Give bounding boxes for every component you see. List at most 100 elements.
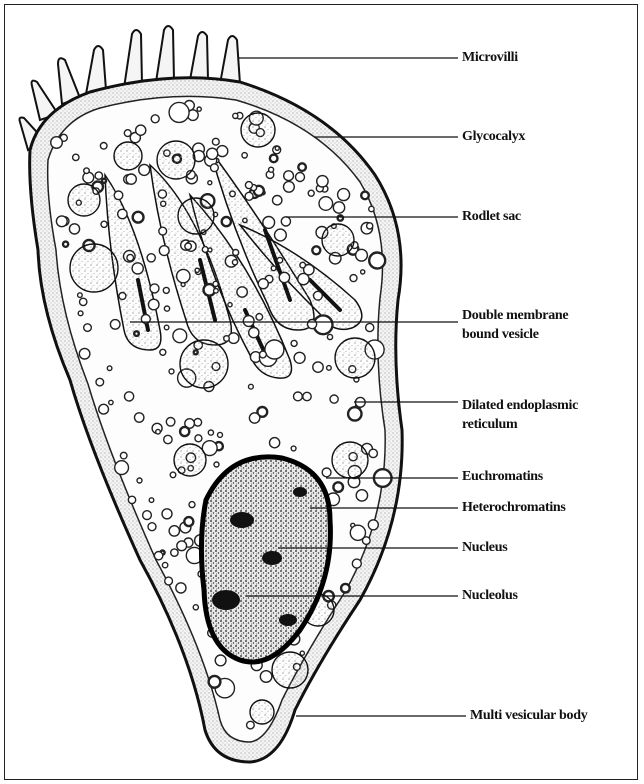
vesicle <box>233 113 238 118</box>
vesicle <box>314 291 323 300</box>
vesicle <box>294 352 305 363</box>
vesicle <box>80 298 87 305</box>
vesicle <box>78 293 83 298</box>
vesicle <box>249 384 254 389</box>
vesicle <box>118 209 127 218</box>
vesicle <box>177 269 190 282</box>
vesicle <box>242 153 247 158</box>
vesicle <box>308 320 317 329</box>
vesicle <box>247 721 255 729</box>
label-nucleolus: Nucleolus <box>462 586 518 605</box>
vesicle <box>291 340 297 346</box>
vesicle <box>284 171 294 181</box>
vesicle <box>120 452 127 459</box>
vesicle <box>369 206 374 211</box>
vesicle <box>361 270 365 274</box>
vesicle <box>298 163 306 171</box>
vesicle <box>366 323 374 331</box>
vesicle <box>115 461 129 475</box>
vesicle <box>350 275 357 282</box>
vesicle <box>151 115 159 123</box>
vesicle <box>169 102 189 122</box>
label-glycocalyx: Glycocalyx <box>462 127 525 146</box>
vesicle <box>296 173 305 182</box>
vesicle <box>270 438 280 448</box>
vesicle <box>208 181 212 185</box>
vesicle <box>99 404 109 414</box>
vesicle <box>160 349 166 355</box>
vesicle <box>322 468 331 477</box>
vesicle <box>356 490 367 501</box>
vesicle <box>164 435 172 443</box>
vesicle <box>209 676 221 688</box>
vesicle <box>232 260 237 265</box>
vesicle <box>218 432 223 437</box>
vesicle <box>193 605 198 610</box>
vesicle <box>171 549 178 556</box>
vesicle <box>180 427 189 436</box>
vesicle <box>63 242 68 247</box>
label-heterochromatins: Heterochromatins <box>462 498 566 517</box>
vesicle <box>162 509 172 519</box>
vesicle <box>270 155 278 163</box>
vesicle <box>356 249 368 261</box>
vesicle <box>154 552 162 560</box>
vesicle <box>176 583 186 593</box>
label-rodlet-sac: Rodlet sac <box>462 207 521 226</box>
vesicle <box>143 511 152 520</box>
vesicle <box>156 429 161 434</box>
vesicle <box>208 248 212 252</box>
vesicle <box>110 320 120 330</box>
vesicle <box>224 336 230 342</box>
vesicle <box>237 287 247 297</box>
vesicle <box>136 125 146 135</box>
vesicle <box>294 392 303 401</box>
vesicle <box>269 167 274 172</box>
vesicle <box>273 196 282 205</box>
vesicle <box>197 107 201 111</box>
vesicle <box>230 191 236 197</box>
vesicle <box>78 311 83 316</box>
vesicle <box>207 148 218 159</box>
vesicle <box>135 413 144 422</box>
vesicle <box>308 190 314 196</box>
vesicle <box>214 289 219 294</box>
vesicle <box>233 250 239 256</box>
vesicle <box>195 268 199 272</box>
vesicle <box>249 328 259 338</box>
vesicle <box>177 541 187 551</box>
vesicle <box>165 577 173 585</box>
label-euchromatins: Euchromatins <box>462 467 543 486</box>
vesicle <box>100 143 107 150</box>
vesicle <box>84 168 90 174</box>
label-multivesicular-body: Multi vesicular body <box>470 706 587 725</box>
vesicle <box>102 179 106 183</box>
vesicle <box>163 287 169 293</box>
vesicle <box>213 281 218 286</box>
vesicle <box>327 366 332 371</box>
vesicle <box>185 243 192 250</box>
vesicle <box>148 523 156 531</box>
vesicle <box>350 525 365 540</box>
vesicle <box>164 325 169 330</box>
vesicle <box>228 303 232 307</box>
vesicle <box>333 482 343 492</box>
vesicle <box>368 520 378 530</box>
vesicle <box>212 138 219 145</box>
vesicle <box>139 164 150 175</box>
vesicle <box>275 229 287 241</box>
vesicle <box>133 212 144 223</box>
vesicle <box>300 262 306 268</box>
vesicle <box>249 413 259 423</box>
vesicle <box>369 253 385 269</box>
vesicle <box>245 192 253 200</box>
vesicle <box>148 299 159 310</box>
vesicle <box>211 164 219 172</box>
label-microvilli: Microvilli <box>462 48 518 67</box>
vesicle <box>271 266 276 271</box>
vesicle <box>202 247 208 253</box>
vesicle <box>119 293 126 300</box>
vesicle <box>279 272 289 282</box>
vesicle <box>317 176 328 187</box>
